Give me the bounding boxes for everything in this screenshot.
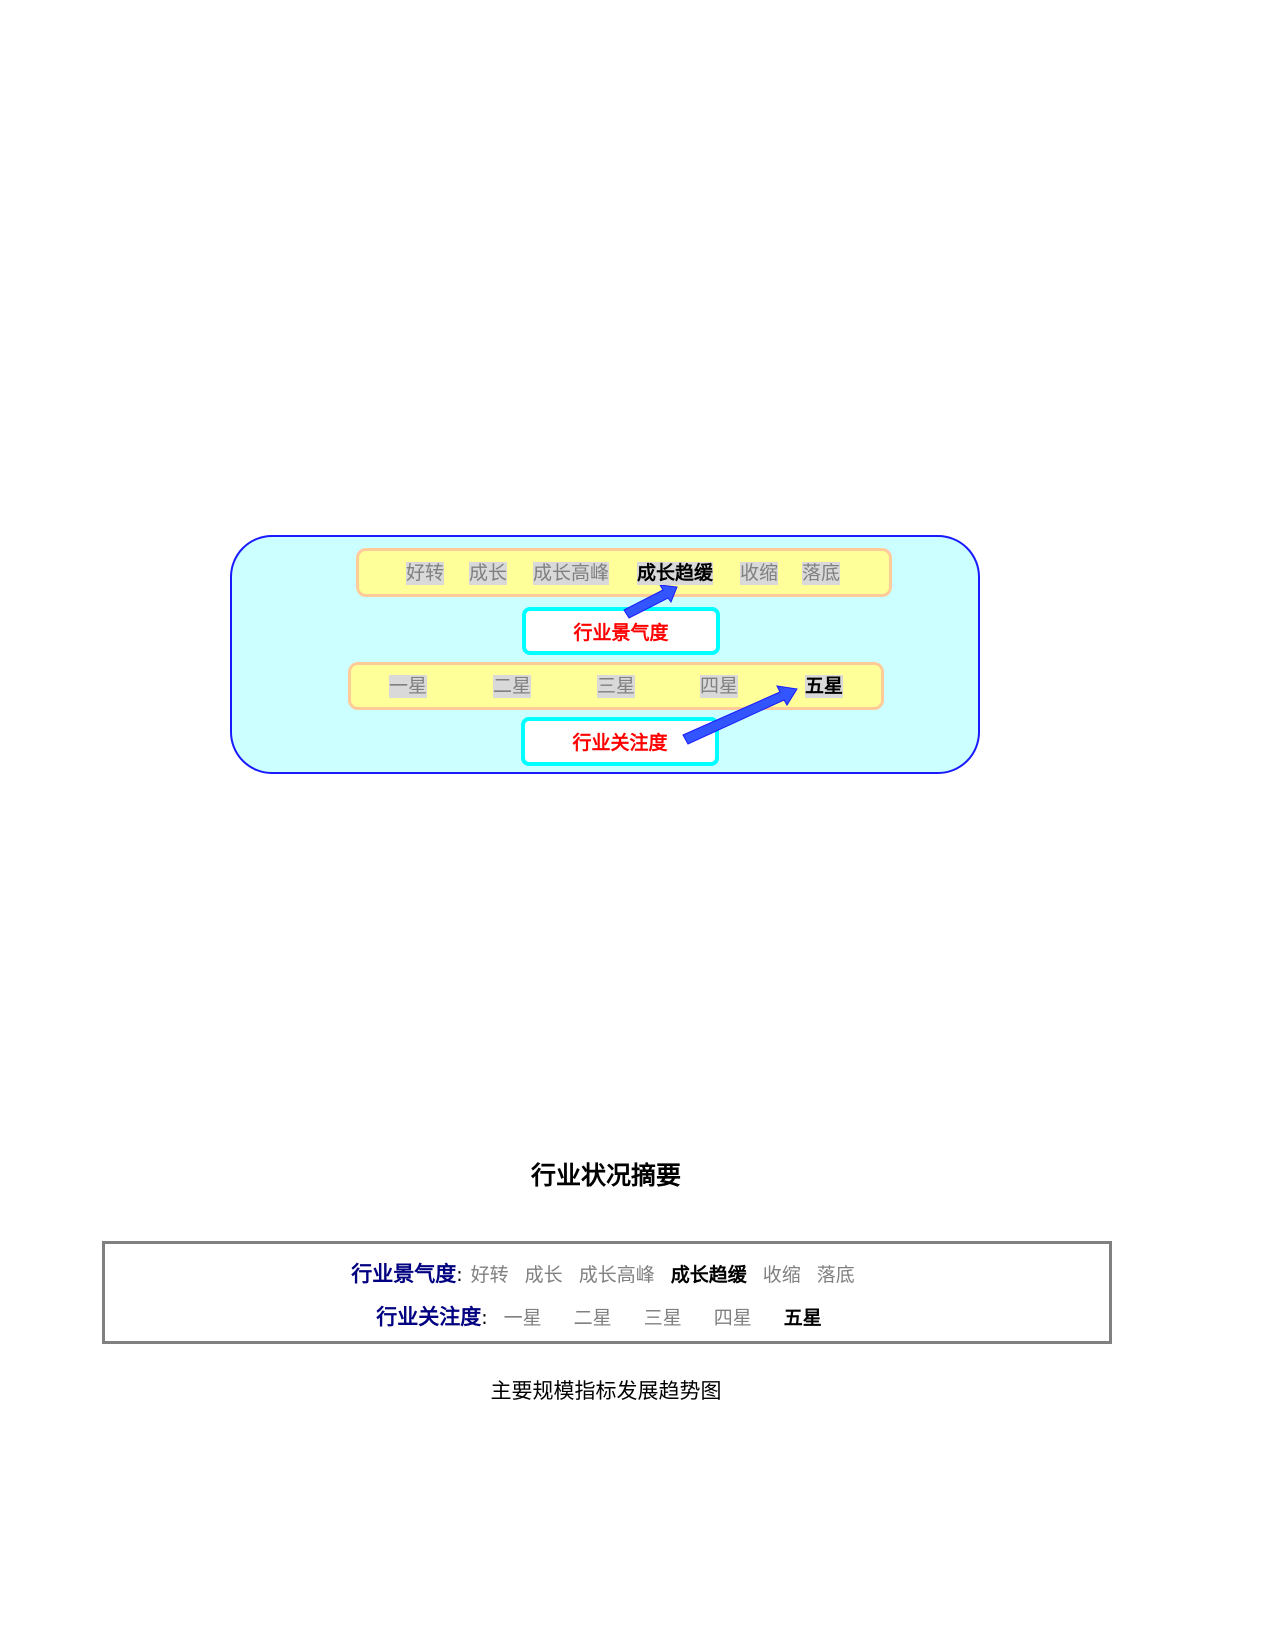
summary-attention-level: 二星: [573, 1307, 612, 1329]
attention-arrow-icon: [682, 685, 798, 745]
summary-attention-level: 五星: [783, 1307, 822, 1329]
attention-level: 四星: [699, 675, 739, 698]
attention-label: 行业关注度: [572, 732, 668, 754]
boom-label: 行业景气度: [573, 621, 669, 644]
colon: :: [456, 1264, 463, 1286]
summary-attention-level: 一星: [503, 1307, 542, 1329]
summary-boom-stage: 成长趋缓: [670, 1264, 747, 1286]
summary-boom-stage: 成长高峰: [578, 1264, 655, 1286]
figure-caption: 主要规模指标发展趋势图: [490, 1379, 722, 1403]
boom-stage: 好转: [405, 562, 445, 585]
boom-stage: 收缩: [739, 562, 779, 585]
boom-arrow-icon: [623, 584, 678, 619]
attention-level: 五星: [804, 675, 844, 698]
summary-boom-stage: 落底: [816, 1264, 855, 1286]
boom-stage: 成长: [468, 562, 508, 585]
summary-box: 行业景气度: 好转成长成长高峰成长趋缓收缩落底 行业关注度: 一星 二星 三星 四星 五星: [102, 1241, 1112, 1344]
summary-attention-line: 行业关注度: 一星 二星 三星 四星 五星: [105, 1301, 1109, 1331]
summary-attention-level: 三星: [643, 1307, 682, 1329]
colon: :: [481, 1307, 488, 1329]
summary-boom-stage: 好转: [470, 1264, 509, 1286]
boom-label-box: 行业景气度: [522, 607, 720, 655]
boom-stage: 成长趋缓: [636, 562, 714, 585]
summary-attention-label: 行业关注度: [376, 1305, 482, 1329]
attention-level: 二星: [492, 675, 532, 698]
attention-level: 一星: [388, 675, 428, 698]
summary-attention-level: 四星: [713, 1307, 752, 1329]
boom-stage: 成长高峰: [532, 562, 610, 585]
attention-label-box: 行业关注度: [521, 717, 719, 766]
summary-boom-label: 行业景气度: [351, 1262, 457, 1286]
boom-stage: 落底: [801, 562, 841, 585]
summary-boom-stage: 收缩: [762, 1264, 801, 1286]
summary-boom-line: 行业景气度: 好转成长成长高峰成长趋缓收缩落底: [105, 1258, 1109, 1288]
summary-boom-stage: 成长: [524, 1264, 563, 1286]
summary-title: 行业状况摘要: [530, 1161, 681, 1190]
attention-level: 三星: [596, 675, 636, 698]
